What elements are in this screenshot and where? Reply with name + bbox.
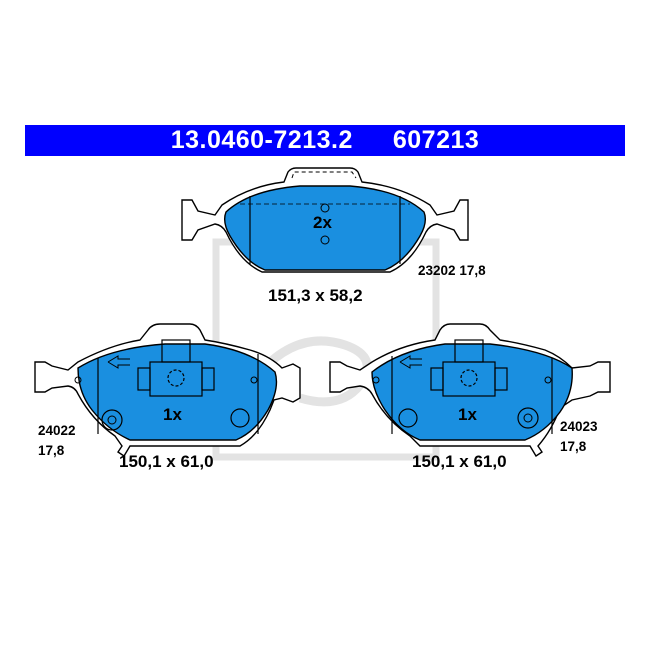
top-pad-quantity: 2x <box>313 213 332 232</box>
right-pad <box>329 323 611 457</box>
top-pad-plate-dash <box>291 171 357 179</box>
left-pad-friction <box>77 343 278 441</box>
left-pad-quantity: 1x <box>163 405 182 424</box>
top-pad-code: 23202 <box>418 263 456 278</box>
top-pad-friction <box>223 185 427 271</box>
left-pad-dimensions: 150,1 x 61,0 <box>119 452 214 471</box>
right-pad-quantity: 1x <box>458 405 477 424</box>
left-pad-thickness: 17,8 <box>38 443 65 458</box>
alt-part-number: 607213 <box>392 126 480 154</box>
right-pad-thickness: 17,8 <box>560 439 587 454</box>
top-pad-dimensions: 151,3 x 58,2 <box>268 286 363 305</box>
top-pad <box>181 167 469 273</box>
part-number-banner: 13.0460-7213.2 607213 <box>25 125 625 156</box>
top-pad-thickness: 17,8 <box>459 263 486 278</box>
left-pad <box>34 323 301 457</box>
right-pad-code: 24023 <box>560 419 598 434</box>
part-number: 13.0460-7213.2 <box>170 126 353 154</box>
right-pad-dimensions: 150,1 x 61,0 <box>412 452 507 471</box>
left-pad-code: 24022 <box>38 423 76 438</box>
right-pad-friction <box>371 343 573 441</box>
top-pad-code-line: 23202 17,8 <box>418 264 486 278</box>
